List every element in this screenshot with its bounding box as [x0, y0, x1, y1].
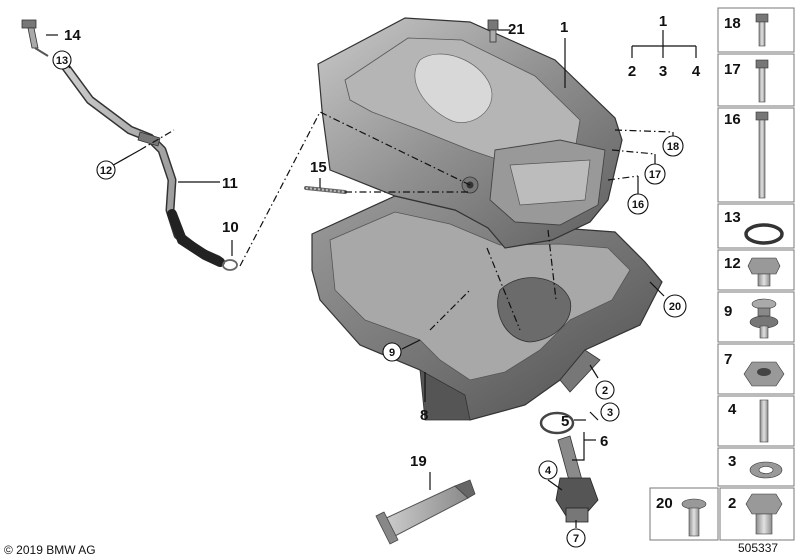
legend-label-18: 18	[724, 15, 741, 32]
legend-label-9: 9	[724, 303, 732, 320]
diagram-number: 505337	[738, 541, 778, 555]
legend-label-4: 4	[728, 401, 737, 418]
callout-7-circle	[566, 528, 586, 548]
callout-18-circle	[662, 135, 684, 157]
callout-4-circle	[538, 460, 558, 480]
legend-cell-16	[717, 107, 795, 203]
callout-17: 17	[649, 169, 661, 181]
callout-11: 11	[222, 175, 238, 192]
callout-21: 21	[508, 21, 525, 38]
callout-13: 13	[56, 55, 68, 67]
legend-cell-4	[717, 395, 795, 447]
assembly-tree: 1 2 3 4	[628, 13, 701, 80]
callout-4: 4	[545, 465, 552, 477]
sealant-tube	[375, 479, 476, 545]
legend-label-12: 12	[724, 255, 741, 272]
parts-legend: 18 17 16 13 12 9 7 4	[649, 7, 795, 541]
tree-right-label: 4	[692, 63, 701, 80]
legend-label-16: 16	[724, 111, 741, 128]
legend-label-13: 13	[724, 209, 741, 226]
callout-20-circle	[663, 294, 687, 318]
dipstick-guide-tube	[57, 57, 225, 267]
tree-mid-label: 3	[659, 63, 667, 80]
legend-cell-20	[649, 487, 719, 541]
callout-12: 12	[100, 165, 112, 177]
callout-3: 3	[607, 407, 613, 419]
callout-16: 16	[632, 199, 644, 211]
upper-oil-pan	[317, 17, 623, 249]
callout-14: 14	[64, 27, 81, 44]
callout-7: 7	[573, 533, 579, 545]
callout-9: 9	[389, 347, 395, 359]
callout-12-circle	[96, 160, 116, 180]
seal-ring-5	[539, 411, 575, 435]
callout-9-circle	[382, 342, 402, 362]
callout-1: 1	[560, 19, 568, 36]
legend-label-3: 3	[728, 453, 736, 470]
dipstick	[21, 19, 49, 57]
callout-5: 5	[561, 413, 569, 430]
callout-8: 8	[420, 407, 428, 424]
leader-lines	[46, 29, 674, 528]
callout-16-circle	[627, 193, 649, 215]
callout-3-circle	[600, 402, 620, 422]
legend-label-20: 20	[656, 495, 673, 512]
tree-top-label: 1	[659, 13, 667, 30]
callout-20: 20	[669, 301, 681, 313]
callout-17-circle	[644, 163, 666, 185]
oil-level-sensor	[555, 435, 599, 523]
bolt-15	[304, 186, 347, 194]
callout-2: 2	[602, 385, 608, 397]
copyright-notice: © 2019 BMW AG	[4, 543, 96, 557]
callout-10: 10	[222, 219, 239, 236]
callout-2-circle	[595, 380, 615, 400]
tree-left-label: 2	[628, 63, 636, 80]
legend-label-17: 17	[724, 61, 741, 78]
callout-15: 15	[310, 159, 327, 176]
lower-oil-pan	[311, 195, 663, 421]
dipstick-oring	[222, 259, 238, 271]
callout-6: 6	[600, 433, 608, 450]
legend-label-7: 7	[724, 351, 732, 368]
bolt-21	[487, 19, 499, 43]
callout-18: 18	[667, 141, 679, 153]
callout-labels: 14 13 12 11 10 21 1 15 9 8 2 3 5 6 4 7 1…	[52, 19, 687, 548]
legend-label-2: 2	[728, 495, 736, 512]
callout-19: 19	[410, 453, 427, 470]
callout-13-circle	[52, 50, 72, 70]
